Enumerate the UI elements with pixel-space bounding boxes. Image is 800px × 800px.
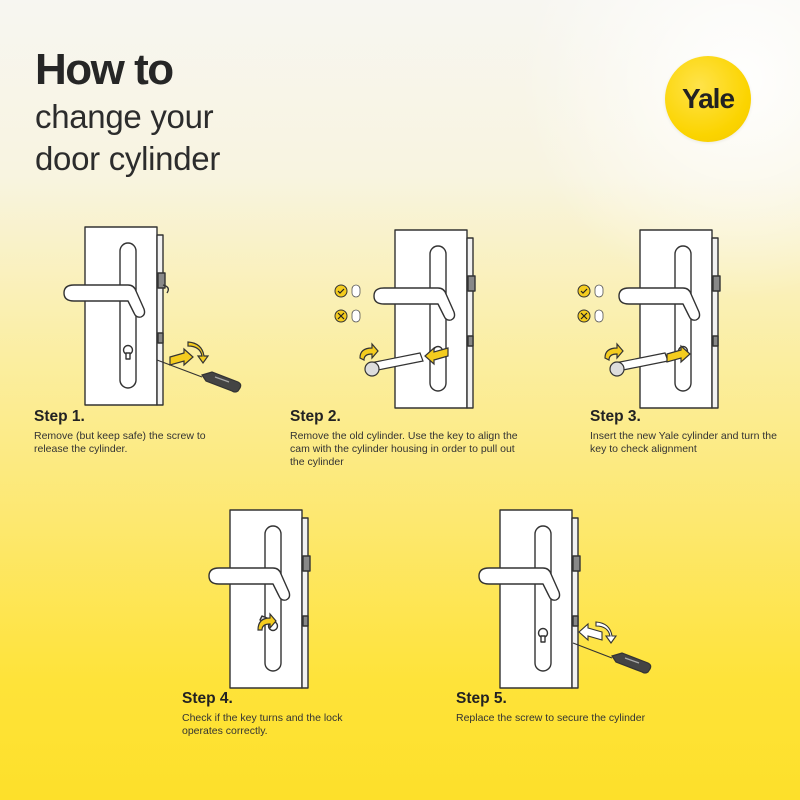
screwdriver-icon bbox=[156, 359, 242, 393]
step-4-description: Check if the key turns and the lock oper… bbox=[182, 712, 343, 737]
cylinder-icon bbox=[609, 352, 669, 377]
step-3-description: Insert the new Yale cylinder and turn th… bbox=[590, 430, 777, 455]
title-line-3: door cylinder bbox=[35, 140, 221, 177]
step-5-title: Step 5. bbox=[456, 690, 507, 707]
step-3-title: Step 3. bbox=[590, 408, 641, 425]
step-4-title: Step 4. bbox=[182, 690, 233, 707]
door-handle bbox=[63, 284, 146, 318]
step-2-illustration bbox=[334, 229, 476, 409]
check-icon bbox=[334, 284, 361, 298]
step-1-description: Remove (but keep safe) the screw to rele… bbox=[34, 430, 206, 455]
door-handle bbox=[373, 287, 456, 321]
step-1-illustration bbox=[63, 226, 242, 406]
arrow-icon bbox=[359, 342, 449, 366]
title-heading: How to bbox=[35, 45, 174, 94]
handle-backplate bbox=[119, 242, 137, 389]
step-5-illustration bbox=[478, 509, 652, 689]
screwdriver-icon bbox=[572, 642, 652, 674]
arrow-icon bbox=[169, 341, 210, 367]
handle-backplate bbox=[534, 525, 552, 672]
handle-backplate bbox=[674, 245, 692, 392]
rotate-arrow-icon bbox=[257, 612, 277, 631]
check-icon bbox=[577, 284, 604, 298]
logo-text: Yale bbox=[681, 83, 735, 114]
page-title: How to change your door cylinder bbox=[35, 44, 220, 180]
step-4-illustration bbox=[208, 509, 311, 689]
cross-icon bbox=[577, 309, 604, 323]
handle-backplate bbox=[264, 525, 282, 672]
step-2-title: Step 2. bbox=[290, 408, 341, 425]
step-3-illustration bbox=[577, 229, 721, 409]
door-handle bbox=[478, 567, 561, 601]
cross-icon bbox=[334, 309, 361, 323]
arrow-icon bbox=[578, 621, 618, 644]
cylinder-icon bbox=[364, 352, 424, 377]
door-handle bbox=[618, 287, 701, 321]
door-handle bbox=[208, 567, 291, 601]
step-1-title: Step 1. bbox=[34, 408, 85, 425]
step-2-description: Remove the old cylinder. Use the key to … bbox=[290, 430, 518, 468]
arrow-icon bbox=[604, 342, 691, 364]
yale-logo: Yale bbox=[665, 56, 751, 142]
handle-backplate bbox=[429, 245, 447, 392]
step-5-description: Replace the screw to secure the cylinder bbox=[456, 712, 646, 724]
title-line-2: change your bbox=[35, 98, 214, 135]
